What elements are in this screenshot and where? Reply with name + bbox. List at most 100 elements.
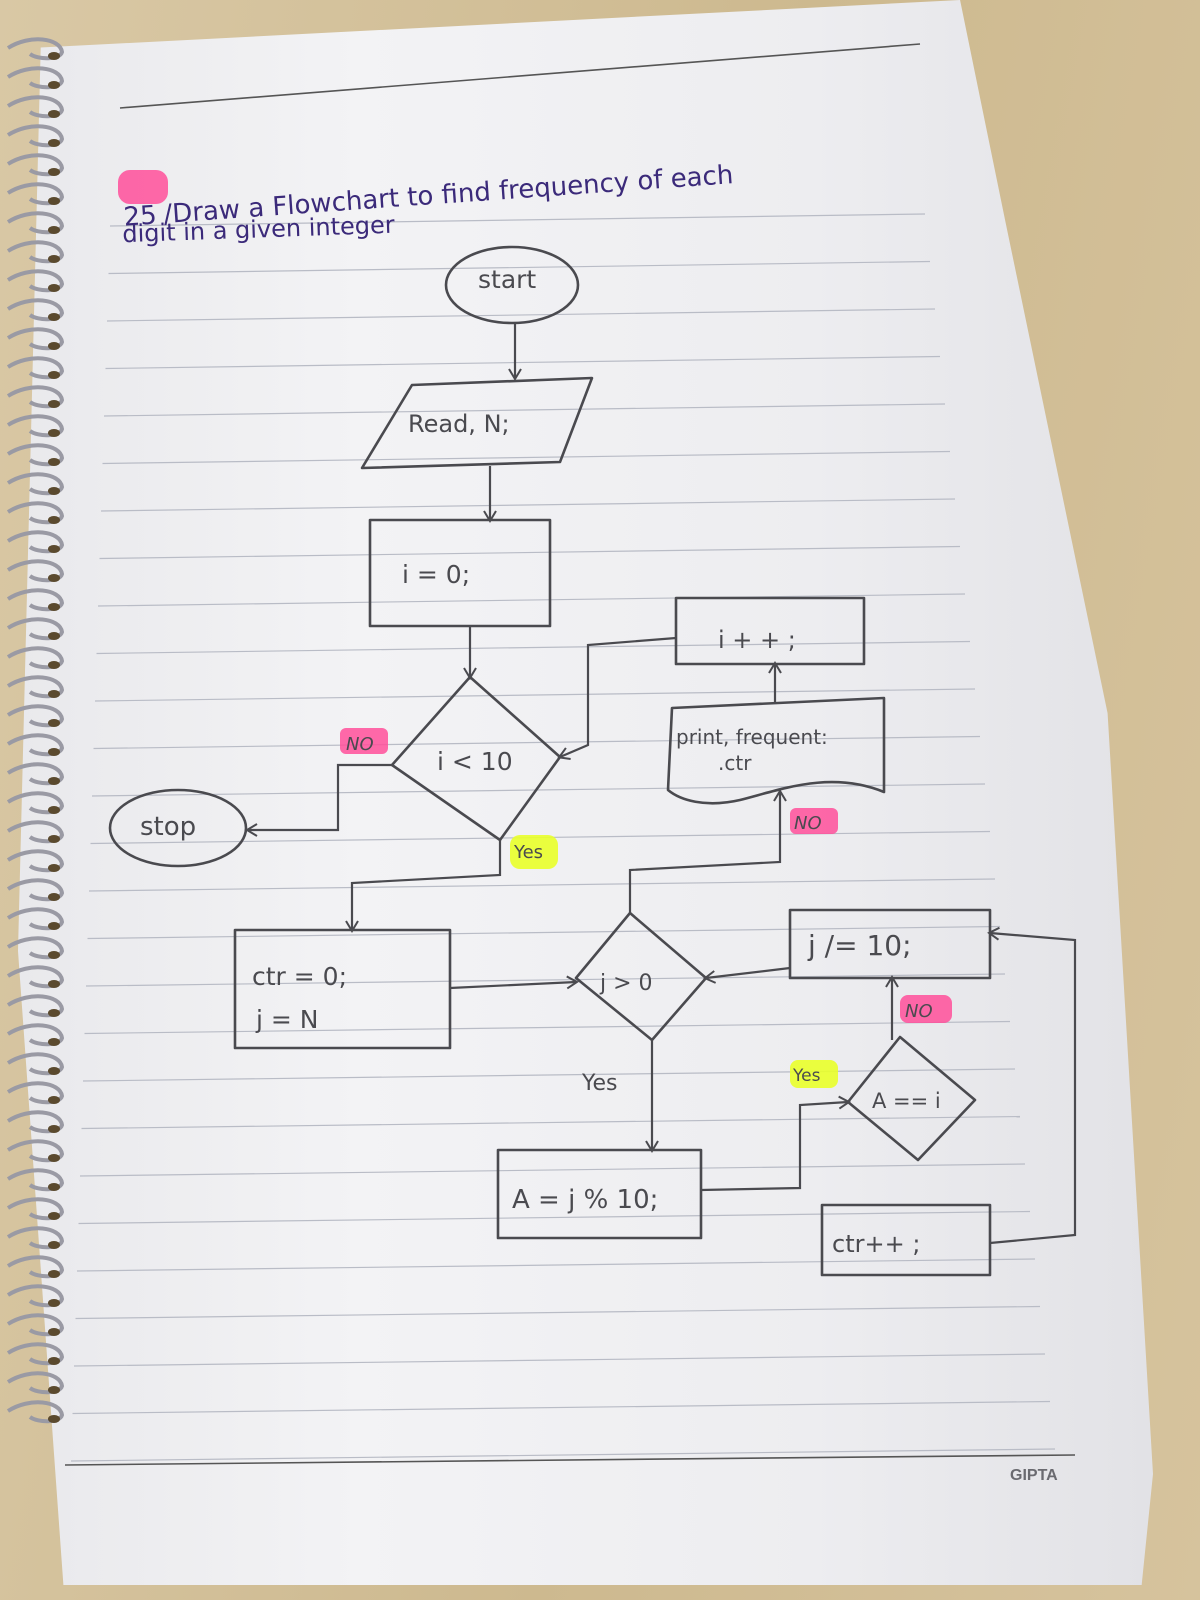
spiral-hole: [48, 1212, 60, 1220]
edge-label-no-j: NO: [794, 813, 822, 834]
ruled-lines: [70, 213, 1056, 1462]
spiral-hole: [48, 1183, 60, 1191]
spiral-ring: [6, 182, 65, 206]
spiral-hole: [48, 951, 60, 959]
title-number: 25: [123, 200, 158, 232]
brand-mark: GIPTA: [1010, 1467, 1058, 1484]
spiral-hole: [48, 922, 60, 930]
ruled-line: [106, 308, 936, 322]
arrow-ctr-inc-to-divide: [987, 926, 1077, 1245]
spiral-ring: [6, 878, 65, 902]
ruled-line: [97, 593, 966, 607]
start-label: start: [478, 265, 536, 294]
arrow-i-inc-to-cond-i: [557, 636, 677, 760]
start-terminal: [444, 245, 580, 325]
arrow-cond-i-no-to-stop: [245, 763, 392, 837]
spiral-ring: [6, 1081, 65, 1105]
ruled-line: [91, 783, 986, 797]
spiral-hole: [48, 313, 60, 321]
cond-i-label: i < 10: [437, 747, 513, 776]
bottom-margin-line: [64, 1454, 1076, 1466]
yes-a-highlight: [790, 1060, 838, 1088]
edge-label-yes-j: Yes: [581, 1071, 618, 1096]
ruled-line: [100, 498, 956, 512]
no-i-highlight: [340, 728, 388, 754]
spiral-hole: [48, 1009, 60, 1017]
spiral-hole: [48, 893, 60, 901]
spiral-ring: [6, 153, 65, 177]
spiral-hole: [48, 81, 60, 89]
spiral-hole: [48, 719, 60, 727]
ruled-line: [70, 1448, 1056, 1462]
spiral-hole: [48, 603, 60, 611]
spiral-ring: [6, 1197, 65, 1221]
print-output-node: [666, 696, 886, 805]
spiral-ring: [6, 1110, 65, 1134]
spiral-ring: [6, 124, 65, 148]
spiral-ring: [6, 1313, 65, 1337]
init-ctr-label-line1: ctr = 0;: [252, 962, 347, 991]
mod-label: A = j % 10;: [512, 1185, 658, 1215]
read-input-node: [360, 376, 594, 470]
arrow-cond-i-yes-to-init-ctr: [345, 840, 502, 933]
spiral-hole: [48, 342, 60, 350]
ruled-line: [96, 640, 971, 655]
spiral-hole: [48, 1038, 60, 1046]
spiral-ring: [6, 936, 65, 960]
spiral-ring: [6, 385, 65, 409]
spiral-hole: [48, 545, 60, 553]
spiral-hole: [48, 835, 60, 843]
print-label-line1: print, frequent:: [676, 725, 828, 749]
spiral-hole: [48, 168, 60, 176]
spiral-hole: [48, 1357, 60, 1365]
ruled-line: [87, 925, 1001, 940]
spiral-hole: [48, 284, 60, 292]
i-increment-label: i + + ;: [718, 626, 796, 654]
spiral-hole: [48, 371, 60, 379]
spiral-ring: [6, 588, 65, 612]
ruled-line: [108, 260, 931, 275]
ruled-line: [72, 1400, 1051, 1415]
spiral-ring: [6, 1342, 65, 1366]
spiral-ring: [6, 443, 65, 467]
spiral-ring: [6, 849, 65, 873]
mod-node: [496, 1148, 703, 1240]
spiral-hole: [48, 748, 60, 756]
spiral-ring: [6, 1255, 65, 1279]
ruled-line: [102, 450, 951, 465]
spiral-hole: [48, 110, 60, 118]
arrow-divide-to-cond-j: [703, 966, 791, 984]
spiral-hole: [48, 1067, 60, 1075]
edge-label-yes-a: Yes: [792, 1066, 821, 1086]
title-number-highlight: [118, 170, 168, 204]
ruled-line: [109, 213, 926, 227]
spiral-hole: [48, 980, 60, 988]
spiral-hole: [48, 139, 60, 147]
ctr-increment-label: ctr++ ;: [832, 1230, 920, 1258]
spiral-hole: [48, 574, 60, 582]
spiral-hole: [48, 52, 60, 60]
spiral-hole: [48, 1415, 60, 1423]
spiral-hole: [48, 1328, 60, 1336]
spiral-hole: [48, 690, 60, 698]
spiral-ring: [6, 530, 65, 554]
cond-a-label: A == i: [872, 1089, 941, 1113]
spiral-ring: [6, 1371, 65, 1395]
ruled-line: [78, 1210, 1031, 1225]
spiral-hole: [48, 1096, 60, 1104]
spiral-ring: [6, 820, 65, 844]
spiral-hole: [48, 487, 60, 495]
ruled-line: [99, 545, 961, 560]
arrow-mod-to-cond-a: [700, 1095, 851, 1192]
spiral-ring: [6, 1226, 65, 1250]
spiral-ring: [6, 37, 65, 61]
init-ctr-label-line2: j = N: [255, 1005, 319, 1034]
spiral-ring: [6, 646, 65, 670]
ruled-line: [88, 878, 996, 892]
spiral-ring: [6, 327, 65, 351]
spiral-hole: [48, 197, 60, 205]
spiral-hole: [48, 226, 60, 234]
cond-j-label: j > 0: [599, 971, 653, 996]
spiral-ring: [6, 994, 65, 1018]
